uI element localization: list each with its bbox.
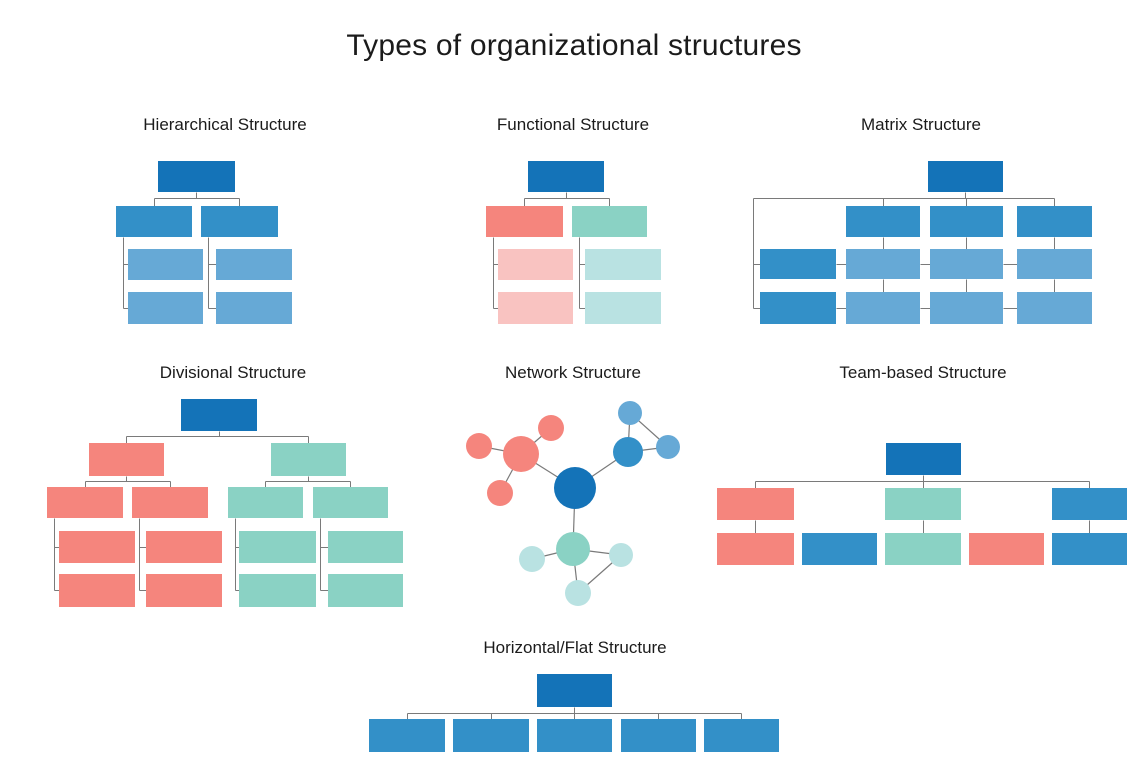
org-box [717,488,794,520]
org-box [128,249,203,280]
org-box [930,206,1003,237]
network-node [656,435,680,459]
org-box [158,161,235,192]
network-node [554,467,596,509]
org-box [328,574,403,607]
org-box [930,292,1003,324]
org-box [928,161,1003,192]
panel-title-horizontal-flat: Horizontal/Flat Structure [483,638,667,657]
network-node [613,437,643,467]
network-node [538,415,564,441]
diagram-team-based [717,443,1127,565]
org-box [271,443,346,476]
network-node [487,480,513,506]
org-box [704,719,779,752]
network-node [519,546,545,572]
diagram-hierarchical [116,161,292,324]
org-box [239,574,316,607]
panel-title-functional: Functional Structure [496,115,650,134]
panel-title-network: Network Structure [504,363,642,382]
org-box [528,161,604,192]
org-box [181,399,257,431]
org-box [537,719,612,752]
network-node [466,433,492,459]
panel-title-hierarchical: Hierarchical Structure [143,115,307,134]
org-box [1052,488,1127,520]
org-box [498,249,573,280]
org-box [313,487,388,518]
org-box [146,574,222,607]
org-box [201,206,278,237]
org-box [89,443,164,476]
org-box [59,574,135,607]
panel-title-matrix: Matrix Structure [861,115,981,134]
figure-title: Types of organizational structures [346,29,802,62]
network-node [556,532,590,566]
panel-title-divisional: Divisional Structure [159,363,307,382]
org-box [760,292,836,324]
diagram-functional [486,161,661,324]
org-box [717,533,794,565]
org-box [146,531,222,563]
org-box [846,206,920,237]
network-node [618,401,642,425]
org-box [886,443,961,475]
org-box [228,487,303,518]
org-box [969,533,1044,565]
network-node [503,436,539,472]
org-box [1017,249,1092,279]
org-box [1017,206,1092,237]
org-box [846,249,920,279]
org-box [59,531,135,563]
org-box [128,292,203,324]
org-box [369,719,445,752]
org-box [216,249,292,280]
network-node [609,543,633,567]
org-box [585,249,661,280]
org-box [885,533,961,565]
org-box [116,206,192,237]
org-box [453,719,529,752]
panel-title-team-based: Team-based Structure [839,363,1007,382]
org-box [216,292,292,324]
org-box [585,292,661,324]
diagram-horizontal-flat [369,674,779,752]
org-box [572,206,647,237]
org-box [486,206,563,237]
network-node [565,580,591,606]
org-box [621,719,696,752]
org-box [802,533,877,565]
org-box [47,487,123,518]
org-box [498,292,573,324]
org-box [760,249,836,279]
org-box [132,487,208,518]
org-box [1017,292,1092,324]
org-box [846,292,920,324]
org-box [1052,533,1127,565]
org-box [537,674,612,707]
org-box [930,249,1003,279]
org-box [239,531,316,563]
diagram-divisional [47,399,403,607]
org-box [885,488,961,520]
org-box [328,531,403,563]
diagram-network [466,401,680,606]
diagram-matrix [753,161,1092,324]
